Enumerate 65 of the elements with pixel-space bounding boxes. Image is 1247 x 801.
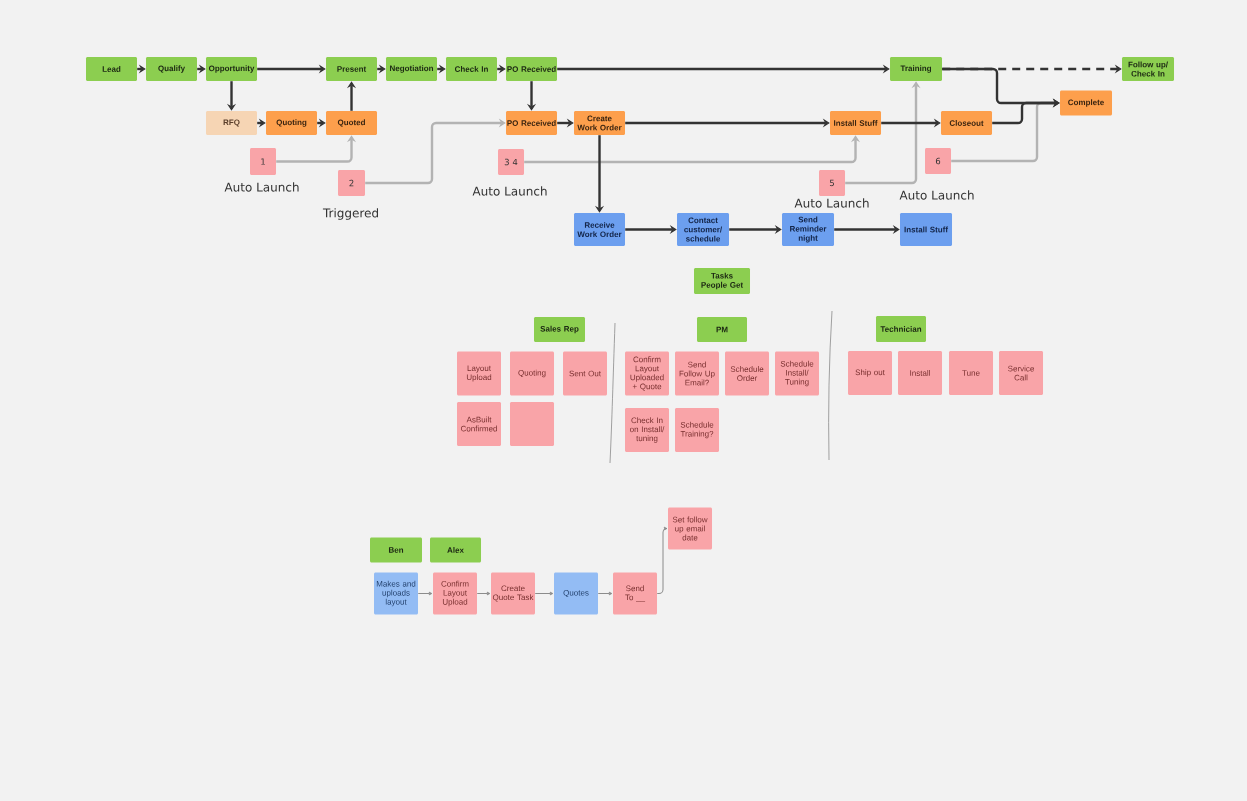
- sticky-note: Ship out: [848, 351, 892, 395]
- task-box: Install Stuff: [900, 213, 952, 246]
- sticky-note: [510, 402, 554, 446]
- sticky-note: Schedule Order: [725, 351, 769, 396]
- step-box: Quoting: [266, 111, 317, 135]
- task-box: Receive Work Order: [574, 213, 625, 246]
- sticky-note: 3 4: [498, 149, 524, 175]
- sticky-note: 1: [250, 148, 276, 175]
- stage-box: Negotiation: [386, 57, 437, 81]
- sticky-note: Quoting: [510, 351, 554, 396]
- arrow: [476, 591, 491, 596]
- annotation-label: Triggered: [322, 208, 378, 220]
- arrow: [365, 118, 506, 185]
- sticky-note: 6: [925, 148, 951, 174]
- annotation-label: Auto Launch: [472, 186, 547, 196]
- stage-box: Training: [890, 57, 942, 81]
- heading-box: PM: [697, 317, 747, 342]
- sticky-note: 2: [338, 170, 365, 196]
- step-box: Complete: [1060, 90, 1112, 116]
- heading-box: Technician: [876, 316, 926, 342]
- arrow: [534, 591, 554, 596]
- sticky-note: Create Quote Task: [491, 572, 535, 615]
- step-box: RFQ: [206, 111, 257, 135]
- sticky-note: Confirm Layout Uploaded + Quote: [625, 351, 669, 396]
- step-box: PO Received: [506, 111, 557, 135]
- stage-box: Opportunity: [206, 57, 257, 81]
- stage-box: Present: [326, 57, 377, 81]
- task-box: Send Reminder night: [782, 213, 834, 246]
- arrow: [417, 591, 433, 596]
- step-box: Create Work Order: [574, 111, 625, 135]
- arrow: [597, 591, 613, 596]
- stage-box: PO Received: [506, 57, 557, 81]
- sticky-note: Confirm Layout Upload: [433, 572, 477, 615]
- sticky-note: Service Call: [999, 351, 1043, 395]
- step-box: Closeout: [941, 111, 992, 135]
- sticky-note: Install: [898, 351, 942, 395]
- heading-box: Alex: [430, 537, 481, 563]
- stage-box: Follow up/ Check In: [1122, 57, 1174, 81]
- annotation-label: Auto Launch: [224, 182, 299, 192]
- sticky-note: Sent Out: [563, 351, 607, 396]
- step-box: Install Stuff: [830, 111, 881, 135]
- sticky-note: Check In on Install/ tuning: [625, 408, 669, 452]
- arrow: [992, 98, 1060, 125]
- sticky-note: 5: [819, 170, 845, 196]
- sticky-note: Schedule Install/ Tuning: [775, 351, 819, 396]
- annotation-label: Auto Launch: [794, 198, 869, 208]
- sticky-note: Tune: [949, 351, 993, 395]
- step-box: Quoted: [326, 111, 377, 135]
- sticky-note: Send To __: [613, 572, 657, 615]
- stage-box: Qualify: [146, 57, 197, 81]
- stage-box: Check In: [446, 57, 497, 81]
- sticky-note: Send Follow Up Email?: [675, 351, 719, 396]
- sticky-note: AsBuilt Confirmed: [457, 402, 501, 446]
- heading-box: Tasks People Get: [694, 268, 750, 294]
- heading-box: Ben: [370, 537, 422, 563]
- arrow: [656, 526, 668, 594]
- annotation-label: Auto Launch: [899, 190, 974, 200]
- sticky-note: Layout Upload: [457, 351, 501, 396]
- heading-box: Sales Rep: [534, 317, 585, 342]
- sticky-note: Quotes: [554, 572, 598, 615]
- stage-box: Lead: [86, 57, 137, 81]
- sticky-note: Set follow up email date: [668, 507, 712, 550]
- sticky-note: Makes and uploads layout: [374, 572, 418, 615]
- task-box: Contact customer/ schedule: [677, 213, 729, 246]
- sticky-note: Schedule Training?: [675, 408, 719, 452]
